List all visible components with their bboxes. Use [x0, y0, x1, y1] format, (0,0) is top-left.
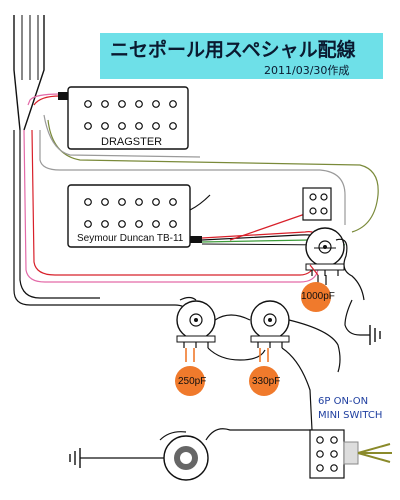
- volume-pot: [305, 227, 365, 301]
- tone-cap-2-label: 330pF: [252, 376, 281, 387]
- terminal-block: [302, 187, 332, 221]
- ground-symbol-right: [344, 299, 381, 345]
- volume-cap: [301, 264, 331, 312]
- tone-pot-2: [250, 300, 341, 431]
- volume-cap-label: 1000pF: [301, 291, 335, 302]
- tone-pot-1: [176, 296, 266, 362]
- switch-label-line2: MINI SWITCH: [318, 410, 383, 421]
- tone-cap-2: [249, 366, 279, 396]
- cable-bundle: [13, 15, 45, 131]
- output-jack: [69, 428, 312, 481]
- bridge-pickup-label: Seymour Duncan TB-11: [77, 233, 184, 244]
- mini-switch: [309, 429, 392, 479]
- tone-cap-1: [175, 366, 205, 396]
- title-banner: [100, 33, 383, 79]
- diagram-date: 2011/03/30作成: [264, 64, 350, 77]
- switch-label-line1: 6P ON-ON: [318, 396, 369, 407]
- neck-pickup-label: DRAGSTER: [101, 136, 163, 148]
- tone-cap-1-label: 250pF: [178, 376, 207, 387]
- neck-pickup: [58, 86, 189, 150]
- diagram-title: ニセポール用スペシャル配線: [110, 39, 356, 61]
- bridge-pickup: [67, 184, 211, 248]
